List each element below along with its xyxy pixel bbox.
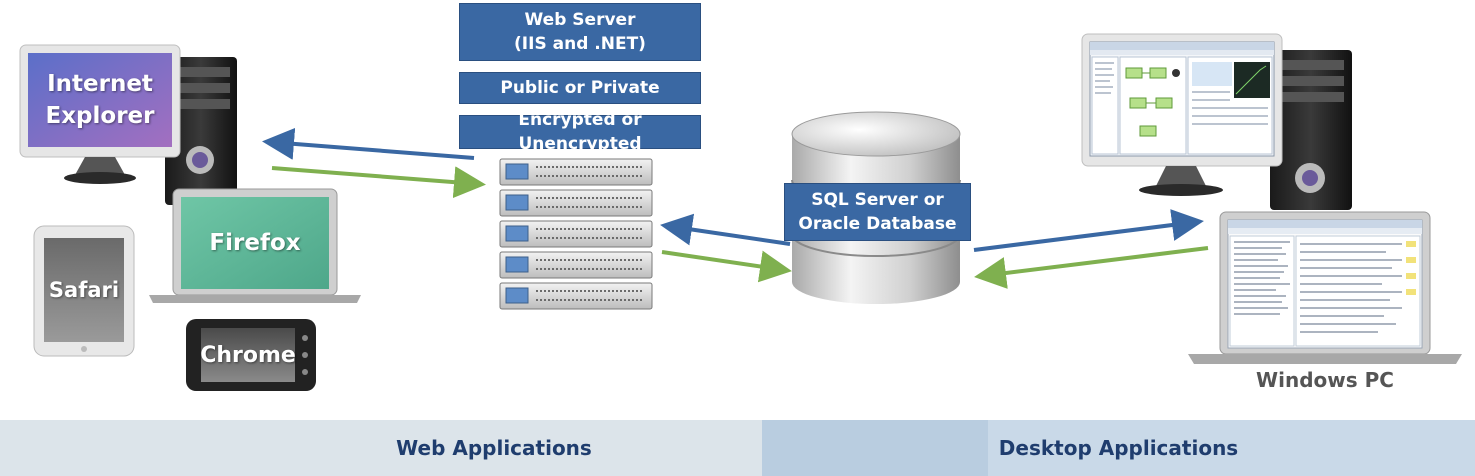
windows-pc-label: Windows PC (1256, 368, 1394, 392)
arrow-desktop-to-database (974, 246, 1209, 289)
web-server-title: Web Server (524, 10, 636, 30)
web-applications-label: Web Applications (396, 436, 592, 460)
footer-band-web-bg (0, 420, 762, 476)
internet-explorer-label: Internet Explorer (28, 53, 172, 147)
footer-band-desktop-inner (988, 420, 1475, 476)
desktop-applications-label: Desktop Applications (998, 436, 1239, 460)
database-label-box: SQL Server or Oracle Database (784, 183, 971, 241)
chrome-label: Chrome (200, 342, 296, 368)
arrow-clients-to-server (271, 166, 486, 199)
arrow-database-to-desktop (973, 209, 1204, 252)
safari-label: Safari (48, 278, 120, 302)
database-label-line2: Oracle Database (798, 214, 957, 234)
ie-label-line2: Explorer (45, 103, 155, 129)
web-server-subtitle: (IIS and .NET) (514, 34, 646, 54)
ie-label-line1: Internet (47, 71, 153, 97)
desktop-computer-ie (19, 44, 237, 205)
public-private-box: Public or Private (459, 72, 701, 104)
firefox-label: Firefox (209, 230, 301, 256)
connection-arrows (262, 127, 1209, 289)
windows-desktop-computer (1081, 33, 1352, 210)
server-rack (499, 158, 653, 310)
web-server-box: Web Server (IIS and .NET) (459, 3, 701, 61)
arrow-database-to-server (660, 213, 791, 246)
phone-chrome (186, 319, 316, 391)
database-label-line1: SQL Server or (811, 190, 944, 210)
arrow-server-to-database (661, 250, 792, 283)
windows-laptop (1188, 211, 1462, 364)
arrow-server-to-clients (262, 127, 475, 160)
server-unit (499, 158, 653, 186)
tablet-safari (33, 225, 135, 357)
laptop-firefox (149, 188, 361, 303)
